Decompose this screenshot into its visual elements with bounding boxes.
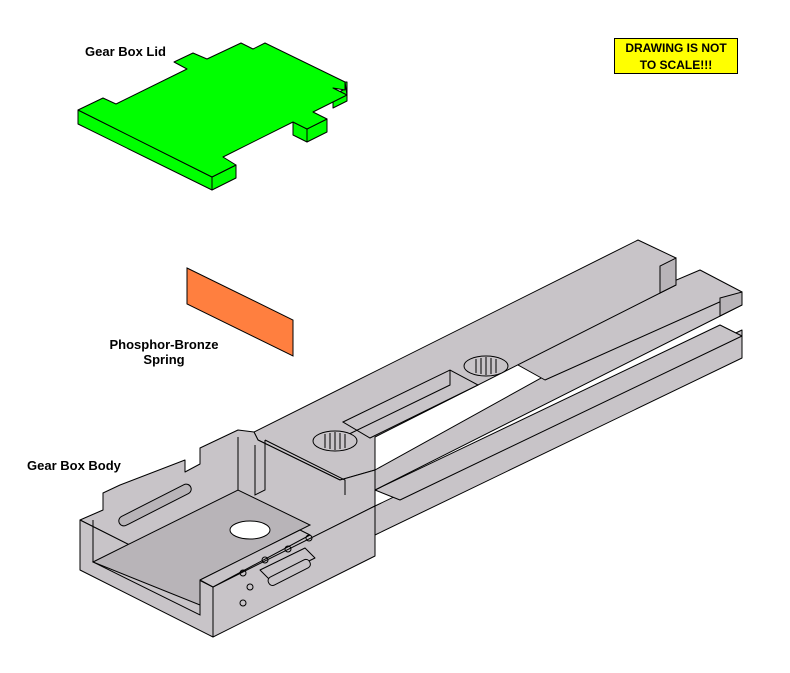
note-line1: DRAWING IS NOT [625,41,727,55]
label-gear-box-lid: Gear Box Lid [85,44,166,59]
label-spring-line1: Phosphor-Bronze [109,337,219,352]
gear-box-lid [77,42,348,191]
note-line2: TO SCALE!!! [639,58,713,72]
label-spring-line2: Spring [143,352,185,367]
label-spring: Phosphor-Bronze Spring [104,337,224,367]
connector-holes [239,534,313,607]
label-gear-box-body: Gear Box Body [27,458,121,473]
gear-box-body [79,239,743,638]
phosphor-bronze-spring [186,267,294,357]
not-to-scale-note: DRAWING IS NOT TO SCALE!!! [614,38,738,74]
